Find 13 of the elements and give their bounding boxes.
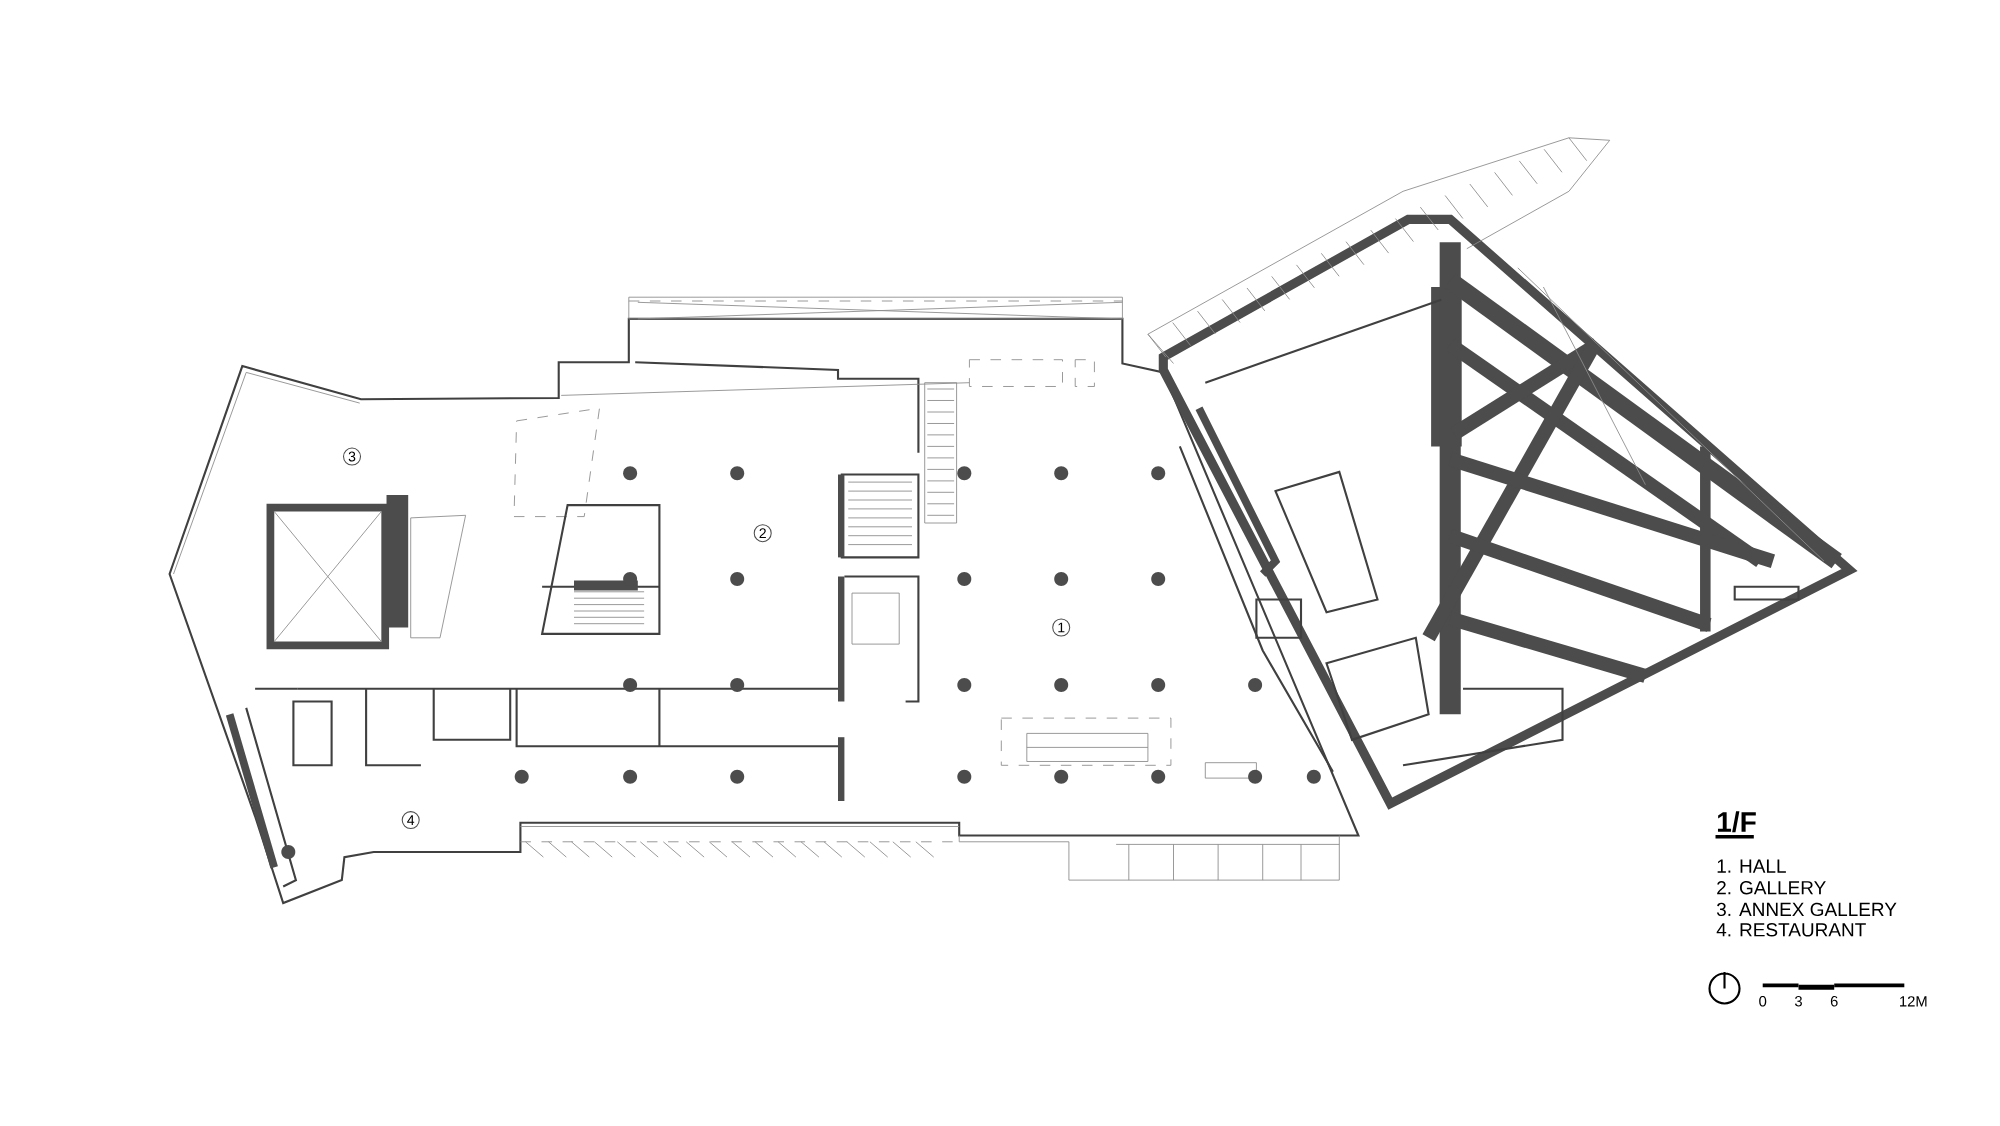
legend-entry: 2. GALLERY: [1717, 881, 1826, 895]
scale-label: 6: [1830, 996, 1838, 1007]
room-number: 1: [1052, 618, 1071, 637]
legend-entry: 4. RESTAURANT: [1716, 923, 1866, 937]
room-number: 3: [343, 447, 362, 466]
legend-entry: 3. ANNEX GALLERY: [1716, 902, 1897, 917]
scale-label: 3: [1794, 996, 1802, 1007]
legend-entry: 1. HALL: [1717, 859, 1786, 873]
floor-title: 1/F: [1718, 811, 1756, 833]
scale-label: 12M: [1900, 996, 1927, 1007]
scale-label: 0: [1759, 996, 1767, 1007]
room-number: 2: [753, 524, 772, 543]
room-number: 4: [401, 811, 420, 830]
